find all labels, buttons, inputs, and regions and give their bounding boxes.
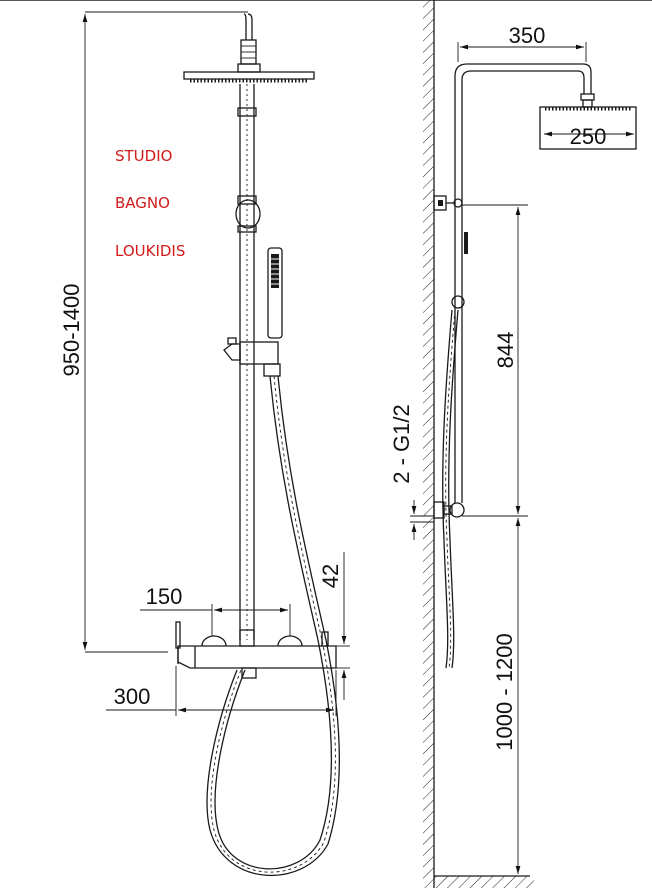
bar-height-label: 844 <box>493 332 518 369</box>
side-shower-head <box>539 106 637 150</box>
floor-section <box>434 875 534 888</box>
front-view: 950-1400 <box>59 11 350 876</box>
mount-height-label: 1000 - 1200 <box>492 633 517 750</box>
outlet-spacing-label: 150 <box>146 584 183 609</box>
brand-line-1: STUDIO <box>115 147 172 165</box>
wall-section <box>423 0 435 888</box>
connection-label: 2 - G1/2 <box>389 404 414 483</box>
side-view: 350 250 <box>389 0 637 888</box>
side-hand-shower <box>442 232 468 669</box>
mixer-wall-connection <box>410 490 465 540</box>
mixer-depth-label: 42 <box>318 564 343 588</box>
mixer-width-label: 300 <box>114 684 151 709</box>
outlet-spacing-dimension <box>140 604 291 636</box>
head-size-label: 250 <box>570 124 607 149</box>
side-riser-and-arm <box>454 63 595 490</box>
arm-length-label: 350 <box>509 23 546 48</box>
top-pipe <box>240 13 257 65</box>
brand-line-3: LOUKIDIS <box>115 242 185 260</box>
mixer-depth-dimension <box>336 552 350 700</box>
arm-length-dimension <box>457 42 587 62</box>
total-height-label: 950-1400 <box>59 284 84 377</box>
overhead-shower-head <box>183 63 315 83</box>
brand-line-2: BAGNO <box>115 194 170 212</box>
wall-bracket <box>433 195 463 211</box>
hand-shower-slider <box>223 247 283 377</box>
flexible-hose <box>206 375 341 876</box>
mixer-width-dimension <box>106 666 337 716</box>
height-dimension <box>82 11 248 653</box>
thermostatic-mixer <box>175 621 337 679</box>
bar-height-dimension <box>462 204 528 517</box>
